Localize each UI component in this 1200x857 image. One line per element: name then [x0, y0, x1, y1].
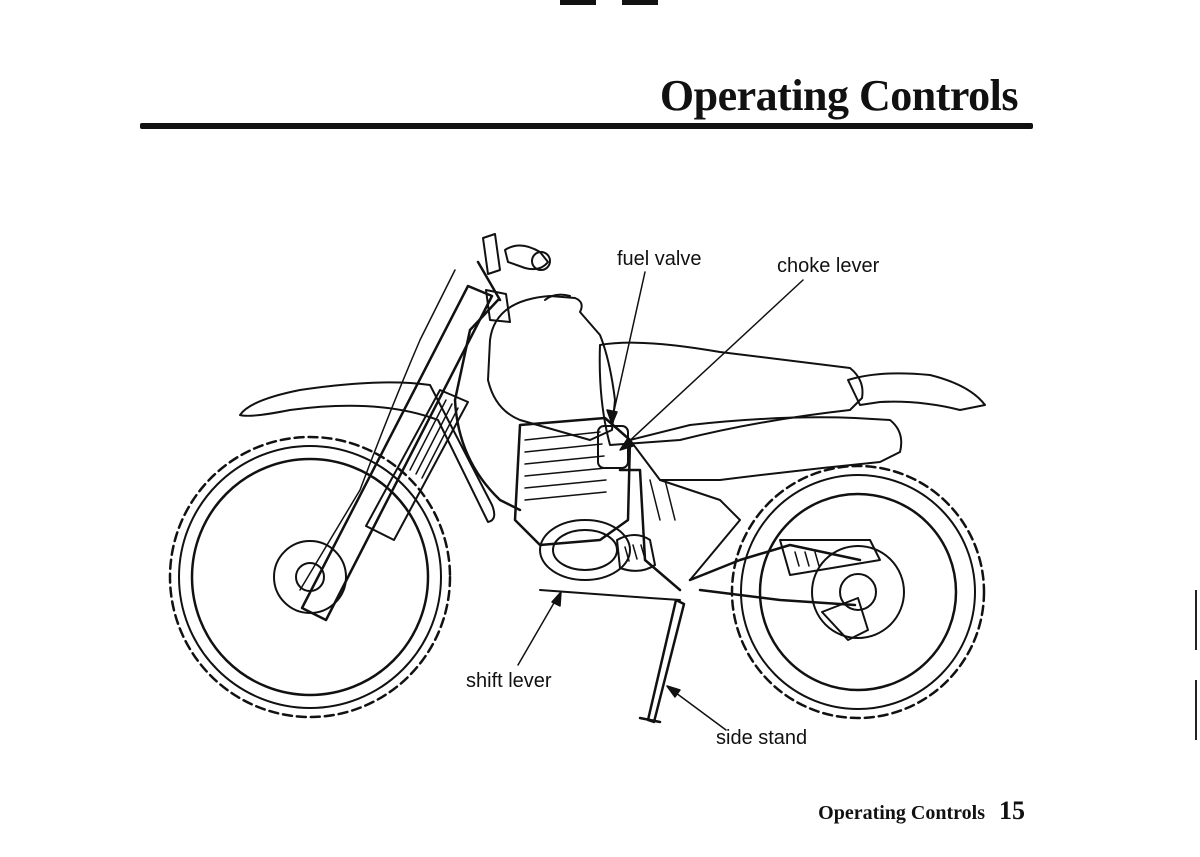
- label-shift-lever: shift lever: [466, 670, 552, 692]
- label-side-stand: side stand: [716, 727, 808, 749]
- handlebar: [482, 233, 551, 323]
- crop-mark: [622, 0, 658, 5]
- side-stand-illustration: [638, 598, 686, 724]
- title-rule: [140, 123, 1033, 129]
- front-fender: [239, 381, 496, 523]
- front-fork: [299, 260, 502, 622]
- edge-marks: [1195, 590, 1198, 740]
- leader-lines: [517, 271, 804, 731]
- engine: [513, 416, 656, 581]
- frame: [453, 298, 881, 607]
- rear-wheel: [730, 464, 986, 720]
- fuel-tank: [487, 295, 616, 441]
- crop-mark: [560, 0, 596, 5]
- label-choke-lever: choke lever: [777, 255, 880, 277]
- label-fuel-valve: fuel valve: [617, 248, 702, 270]
- footer-section-title: Operating Controls: [818, 802, 985, 824]
- seat: [598, 341, 864, 446]
- page-footer: Operating Controls 15: [818, 796, 1025, 826]
- page-title: Operating Controls: [659, 71, 1019, 120]
- front-wheel: [168, 435, 452, 719]
- page-number: 15: [999, 796, 1025, 825]
- top-crop-marks: [560, 0, 660, 6]
- side-panel: [629, 416, 903, 481]
- rear-fender: [847, 372, 986, 411]
